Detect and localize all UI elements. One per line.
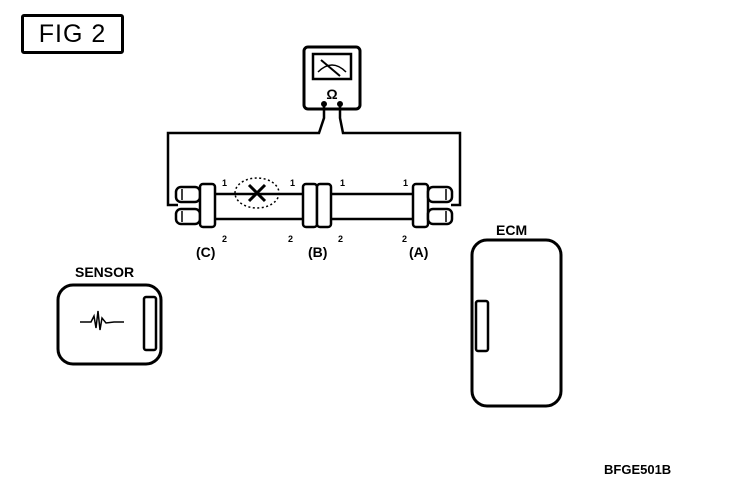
connector-c-label: (C) — [196, 244, 216, 260]
connector-b-label: (B) — [308, 244, 328, 260]
open-circuit-x-icon — [234, 177, 280, 209]
meter-leads — [166, 106, 462, 207]
connector-a-label: (A) — [409, 244, 429, 260]
ecm-box — [470, 238, 563, 408]
pin-a-1: 1 — [403, 178, 409, 188]
pin-b-2-left: 2 — [288, 234, 294, 244]
figure-label: FIG 2 — [21, 14, 124, 54]
ohmmeter-icon — [302, 45, 362, 111]
pin-b-2-right: 2 — [338, 234, 344, 244]
pin-b-1-right: 1 — [340, 178, 346, 188]
connector-c — [174, 182, 217, 229]
connector-b — [301, 182, 333, 229]
waveform-icon — [80, 310, 124, 331]
pin-c-1: 1 — [222, 178, 228, 188]
pin-b-1-left: 1 — [290, 178, 296, 188]
sensor-label: SENSOR — [75, 264, 135, 280]
pin-c-2: 2 — [222, 234, 228, 244]
figure-code: BFGE501B — [604, 462, 672, 477]
connector-a — [411, 182, 454, 229]
ohm-symbol: Ω — [326, 86, 337, 102]
pin-a-2: 2 — [402, 234, 408, 244]
ecm-label: ECM — [496, 222, 528, 238]
sensor-box — [56, 283, 163, 366]
